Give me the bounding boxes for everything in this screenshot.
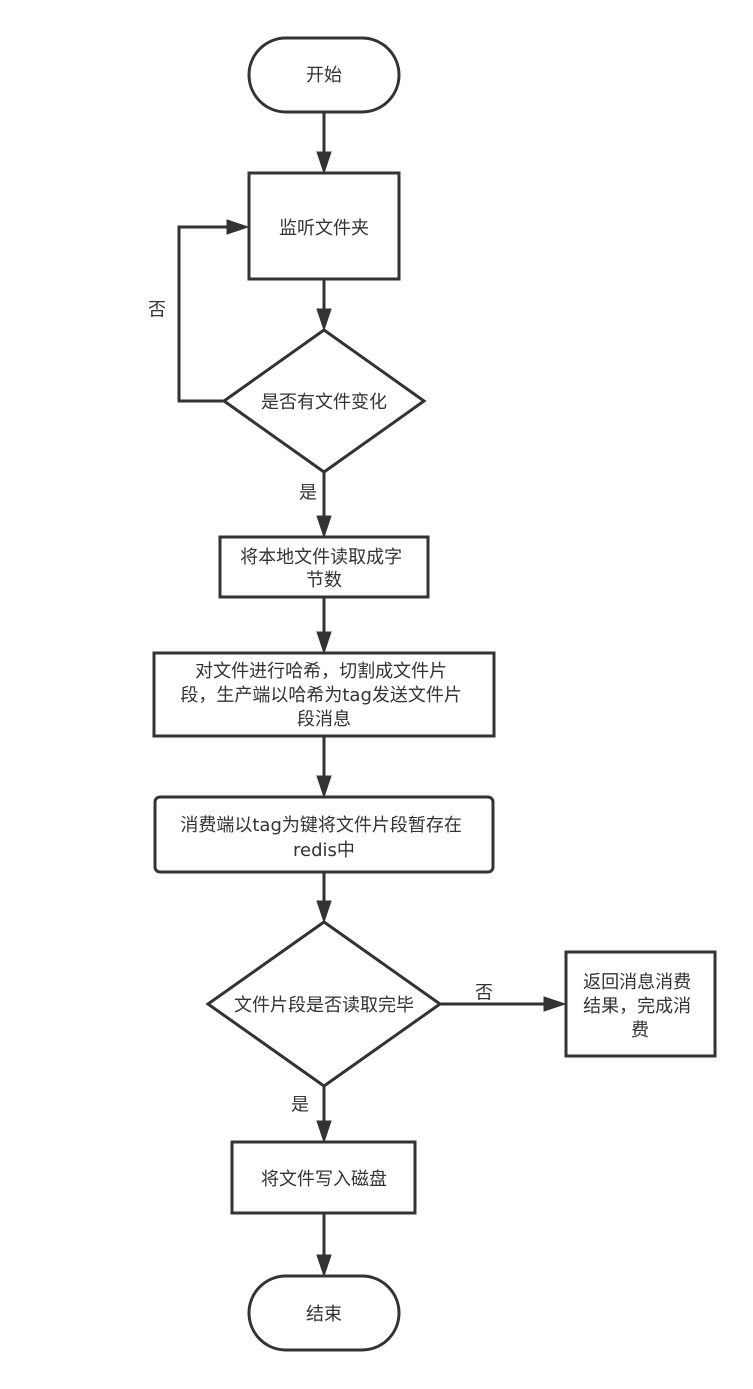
consumer-store-label-line-2: redis中 [293,840,355,861]
write-disk-node [230,1140,417,1215]
edge-label-not-complete: 否 [475,983,493,1004]
monitor-folder-label: 监听文件夹 [279,218,369,239]
hash-split-label-line-2: 段，生产端以哈希为tag发送文件片 [180,685,462,706]
arrowhead-no-change-loop [226,219,250,235]
arrowhead-read-to-hash [316,631,332,655]
arrowhead-start-to-monitor [316,151,332,175]
edge-label-yes-change: 是 [299,483,317,504]
read-complete-label-line: 文件片段是否读取完毕 [234,995,414,1016]
write-disk-label-line: 将文件写入磁盘 [261,1169,387,1190]
arrowhead-complete-to-write [316,1120,332,1144]
end-label-line: 结束 [306,1304,342,1325]
start-node [247,36,401,114]
end-label: 结束 [306,1304,342,1325]
edge-labels: 否 是 否 是 [148,300,493,1116]
end-node [247,1274,401,1352]
arrowhead-write-to-end [316,1254,332,1278]
consumer-store-label-line-1: 消费端以tag为键将文件片段暂存在 [180,815,462,836]
read-bytes-node [218,535,430,599]
has-change-label: 是否有文件变化 [261,392,387,413]
monitor-folder-node [247,171,401,281]
hash-split-label-line-1: 对文件进行哈希，切割成文件片 [195,661,447,682]
has-change-label-line: 是否有文件变化 [261,392,387,413]
return-result-label-line-2: 结果，完成消 [583,996,691,1017]
read-complete-label: 文件片段是否读取完毕 [234,995,414,1016]
nodes [152,36,717,1352]
return-result-label-line-3: 费 [631,1020,649,1041]
edge-label-no-change: 否 [148,300,166,321]
has-change-decision [221,328,427,474]
hash-split-node [152,651,496,738]
edge-label-complete: 是 [291,1095,309,1116]
node-labels: 开始 监听文件夹 是否有文件变化 将本地文件读取成字 节数 对文件进行哈希，切割… [180,65,697,1325]
arrowhead-monitor-to-decision [316,308,332,332]
start-label: 开始 [306,65,342,86]
read-bytes-label: 将本地文件读取成字 节数 [240,547,408,591]
return-result-node [564,950,717,1058]
start-label-line: 开始 [306,65,342,86]
edges [177,112,567,1278]
return-result-label: 返回消息消费 结果，完成消 费 [583,972,697,1041]
hash-split-label-line-3: 段消息 [297,709,351,730]
read-bytes-label-line-2: 节数 [306,570,342,591]
read-bytes-label-line-1: 将本地文件读取成字 [240,547,402,568]
read-complete-decision [205,920,443,1088]
arrowhead-consumer-to-complete [316,900,332,924]
arrowhead-hash-to-consumer [316,775,332,799]
arrowhead-not-complete-to-return [543,996,567,1012]
hash-split-label: 对文件进行哈希，切割成文件片 段，生产端以哈希为tag发送文件片 段消息 [180,661,467,730]
write-disk-label: 将文件写入磁盘 [261,1169,387,1190]
monitor-folder-label-line: 监听文件夹 [279,218,369,239]
consumer-store-node [153,795,495,874]
arrowhead-decision-to-read [316,515,332,539]
consumer-store-label: 消费端以tag为键将文件片段暂存在 redis中 [180,815,467,861]
edge-no-change-loop [177,225,233,403]
return-result-label-line-1: 返回消息消费 [583,972,691,993]
